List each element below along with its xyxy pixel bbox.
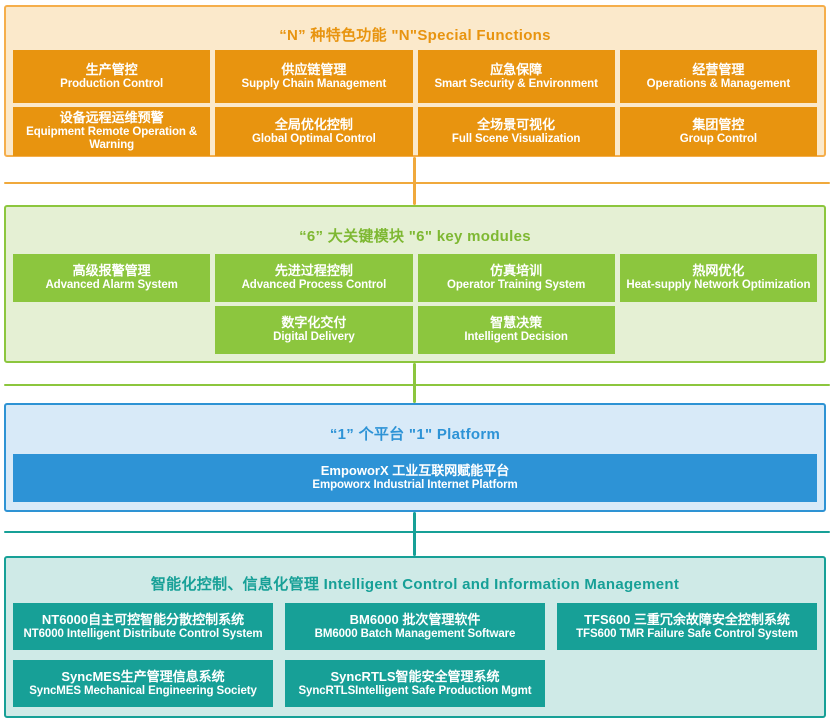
box-label-en: NT6000 Intelligent Distribute Control Sy… <box>23 627 263 640</box>
box-label-en: Advanced Process Control <box>241 279 387 292</box>
box-label-zh: NT6000自主可控智能分散控制系统 <box>41 611 245 627</box>
box-label-en: Equipment Remote Operation & Warning <box>26 125 198 152</box>
connector-hline-orange <box>4 182 830 184</box>
box-full-scene-visualization: 全场景可视化 Full Scene Visualization <box>417 107 615 156</box>
connector-hline-green <box>4 384 830 386</box>
box-label-en: Operator Training System <box>447 279 586 292</box>
box-label-zh: 生产管控 <box>85 61 138 77</box>
box-label-zh: EmpoworX 工业互联网赋能平台 <box>320 463 510 479</box>
box-label-zh: 仿真培训 <box>490 263 543 279</box>
box-nt6000-dcs: NT6000自主可控智能分散控制系统 NT6000 Intelligent Di… <box>13 603 273 650</box>
box-label-en: Operations & Management <box>646 77 791 90</box>
layer-key-modules-title: “6” 大关键模块 "6" key modules <box>299 228 531 245</box>
box-global-optimal-control: 全局优化控制 Global Optimal Control <box>215 107 413 156</box>
box-intelligent-decision: 智慧决策 Intelligent Decision <box>417 306 615 354</box>
box-label-en: Full Scene Visualization <box>451 132 581 145</box>
box-smart-security-environment: 应急保障 Smart Security & Environment <box>417 50 615 103</box>
box-label-zh: 供应链管理 <box>281 61 347 77</box>
box-label-en: Intelligent Decision <box>464 331 568 344</box>
box-label-zh: TFS600 三重冗余故障安全控制系统 <box>584 611 790 627</box>
box-label-en: Group Control <box>679 132 758 145</box>
box-label-zh: 先进过程控制 <box>274 263 353 279</box>
connector-vline-green <box>413 363 416 403</box>
box-label-zh: 数字化交付 <box>281 315 347 331</box>
layer-special-functions-title: “N” 种特色功能 "N"Special Functions <box>279 27 551 44</box>
box-label-en: SyncMES Mechanical Engineering Society <box>29 684 257 697</box>
box-label-zh: 热网优化 <box>692 263 745 279</box>
box-advanced-process-control: 先进过程控制 Advanced Process Control <box>215 254 413 302</box>
box-label-zh: SyncRTLS智能安全管理系统 <box>330 668 500 684</box>
box-label-zh: 经营管理 <box>692 61 745 77</box>
box-syncrtls: SyncRTLS智能安全管理系统 SyncRTLSIntelligent Saf… <box>285 660 545 707</box>
box-label-en: Production Control <box>60 77 164 90</box>
box-label-en: Empoworx Industrial Internet Platform <box>312 479 518 492</box>
box-syncmes: SyncMES生产管理信息系统 SyncMES Mechanical Engin… <box>13 660 273 707</box>
box-label-zh: 全局优化控制 <box>274 116 353 132</box>
box-label-zh: 集团管控 <box>692 116 745 132</box>
box-tfs600-safety-control: TFS600 三重冗余故障安全控制系统 TFS600 TMR Failure S… <box>557 603 817 650</box>
layer-intelligent-control: 智能化控制、信息化管理 Intelligent Control and Info… <box>4 556 826 718</box>
box-label-en: SyncRTLSIntelligent Safe Production Mgmt <box>298 684 532 697</box>
box-equipment-remote-operation-warning: 设备远程运维预警 Equipment Remote Operation & Wa… <box>13 107 211 156</box>
box-label-zh: 高级报警管理 <box>72 263 151 279</box>
box-label-zh: SyncMES生产管理信息系统 <box>61 668 225 684</box>
special-functions-grid: 生产管控 Production Control 供应链管理 Supply Cha… <box>13 50 817 156</box>
box-label-zh: 全场景可视化 <box>477 116 556 132</box>
connector-hline-teal <box>4 531 830 533</box>
box-digital-delivery: 数字化交付 Digital Delivery <box>215 306 413 354</box>
intelligent-control-grid: NT6000自主可控智能分散控制系统 NT6000 Intelligent Di… <box>13 603 817 707</box>
box-label-zh: BM6000 批次管理软件 <box>349 611 481 627</box>
box-group-control: 集团管控 Group Control <box>619 107 817 156</box>
box-label-en: BM6000 Batch Management Software <box>314 627 516 640</box>
box-label-en: Heat-supply Network Optimization <box>626 279 811 292</box>
box-label-en: Advanced Alarm System <box>45 279 178 292</box>
box-heat-supply-network-optimization: 热网优化 Heat-supply Network Optimization <box>619 254 817 302</box>
box-advanced-alarm-system: 高级报警管理 Advanced Alarm System <box>13 254 211 302</box>
box-label-en: Supply Chain Management <box>241 77 387 90</box>
box-operator-training-system: 仿真培训 Operator Training System <box>417 254 615 302</box>
connector-vline-orange <box>413 157 416 205</box>
box-label-zh: 智慧决策 <box>490 315 543 331</box>
box-label-en: Global Optimal Control <box>252 132 376 145</box>
key-modules-grid: 高级报警管理 Advanced Alarm System 先进过程控制 Adva… <box>13 254 817 354</box>
connector-vline-teal <box>413 512 416 556</box>
box-label-en: Smart Security & Environment <box>434 77 598 90</box>
layer-intelligent-control-title: 智能化控制、信息化管理 Intelligent Control and Info… <box>150 576 680 593</box>
box-label-zh: 设备远程运维预警 <box>59 110 164 126</box>
box-bm6000-batch-software: BM6000 批次管理软件 BM6000 Batch Management So… <box>285 603 545 650</box>
box-label-en: TFS600 TMR Failure Safe Control System <box>576 627 798 640</box>
box-empoworx-platform: EmpoworX 工业互联网赋能平台 Empoworx Industrial I… <box>13 454 817 502</box>
layer-key-modules: “6” 大关键模块 "6" key modules 高级报警管理 Advance… <box>4 205 826 363</box>
box-label-en: Digital Delivery <box>273 331 355 344</box>
box-production-control: 生产管控 Production Control <box>13 50 211 103</box>
layer-platform-title: “1” 个平台 "1" Platform <box>329 426 501 443</box>
layer-platform: “1” 个平台 "1" Platform EmpoworX 工业互联网赋能平台 … <box>4 403 826 512</box>
box-supply-chain-management: 供应链管理 Supply Chain Management <box>215 50 413 103</box>
layer-special-functions: “N” 种特色功能 "N"Special Functions 生产管控 Prod… <box>4 5 826 157</box>
box-operations-management: 经营管理 Operations & Management <box>619 50 817 103</box>
box-label-zh: 应急保障 <box>490 61 543 77</box>
